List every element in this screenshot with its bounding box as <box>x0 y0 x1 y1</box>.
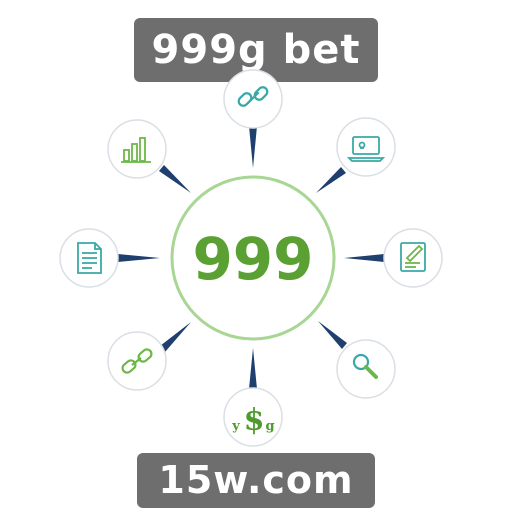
connector-top-left <box>159 165 191 193</box>
node-left <box>59 228 119 288</box>
connector-left <box>118 254 160 262</box>
document-icon <box>77 242 102 274</box>
dollar-right-glyph: g <box>265 419 274 434</box>
dollar-left-glyph: y <box>231 419 240 434</box>
connector-bottom <box>249 348 257 389</box>
domain-text: 15w.com <box>158 458 354 502</box>
dollar-icon: $ y g <box>231 403 274 438</box>
chain-icon <box>121 348 153 374</box>
laptop-icon <box>346 136 386 162</box>
node-right <box>383 228 443 288</box>
connector-right <box>344 254 384 262</box>
node-bottom: $ y g <box>223 387 283 447</box>
bar-chart-icon <box>121 137 151 163</box>
connector-bottom-right <box>318 321 347 349</box>
node-top-left <box>107 119 167 179</box>
node-bottom-left <box>107 331 167 391</box>
connector-top <box>249 126 257 168</box>
hub-label: 999 <box>192 225 313 293</box>
connector-bottom-left <box>160 322 191 352</box>
connector-top-right <box>316 167 346 193</box>
title-text: 999g bet <box>151 27 361 73</box>
node-top-right <box>336 117 396 177</box>
title-banner: 999g bet <box>134 18 378 82</box>
magnifier-icon <box>352 353 378 379</box>
dollar-glyph: $ <box>244 403 265 438</box>
node-bottom-right <box>336 339 396 399</box>
hub-node: 999 <box>170 175 336 341</box>
node-top <box>223 69 283 129</box>
document-pen-icon <box>400 242 426 272</box>
chain-link-icon <box>237 86 269 107</box>
domain-banner: 15w.com <box>137 453 375 508</box>
